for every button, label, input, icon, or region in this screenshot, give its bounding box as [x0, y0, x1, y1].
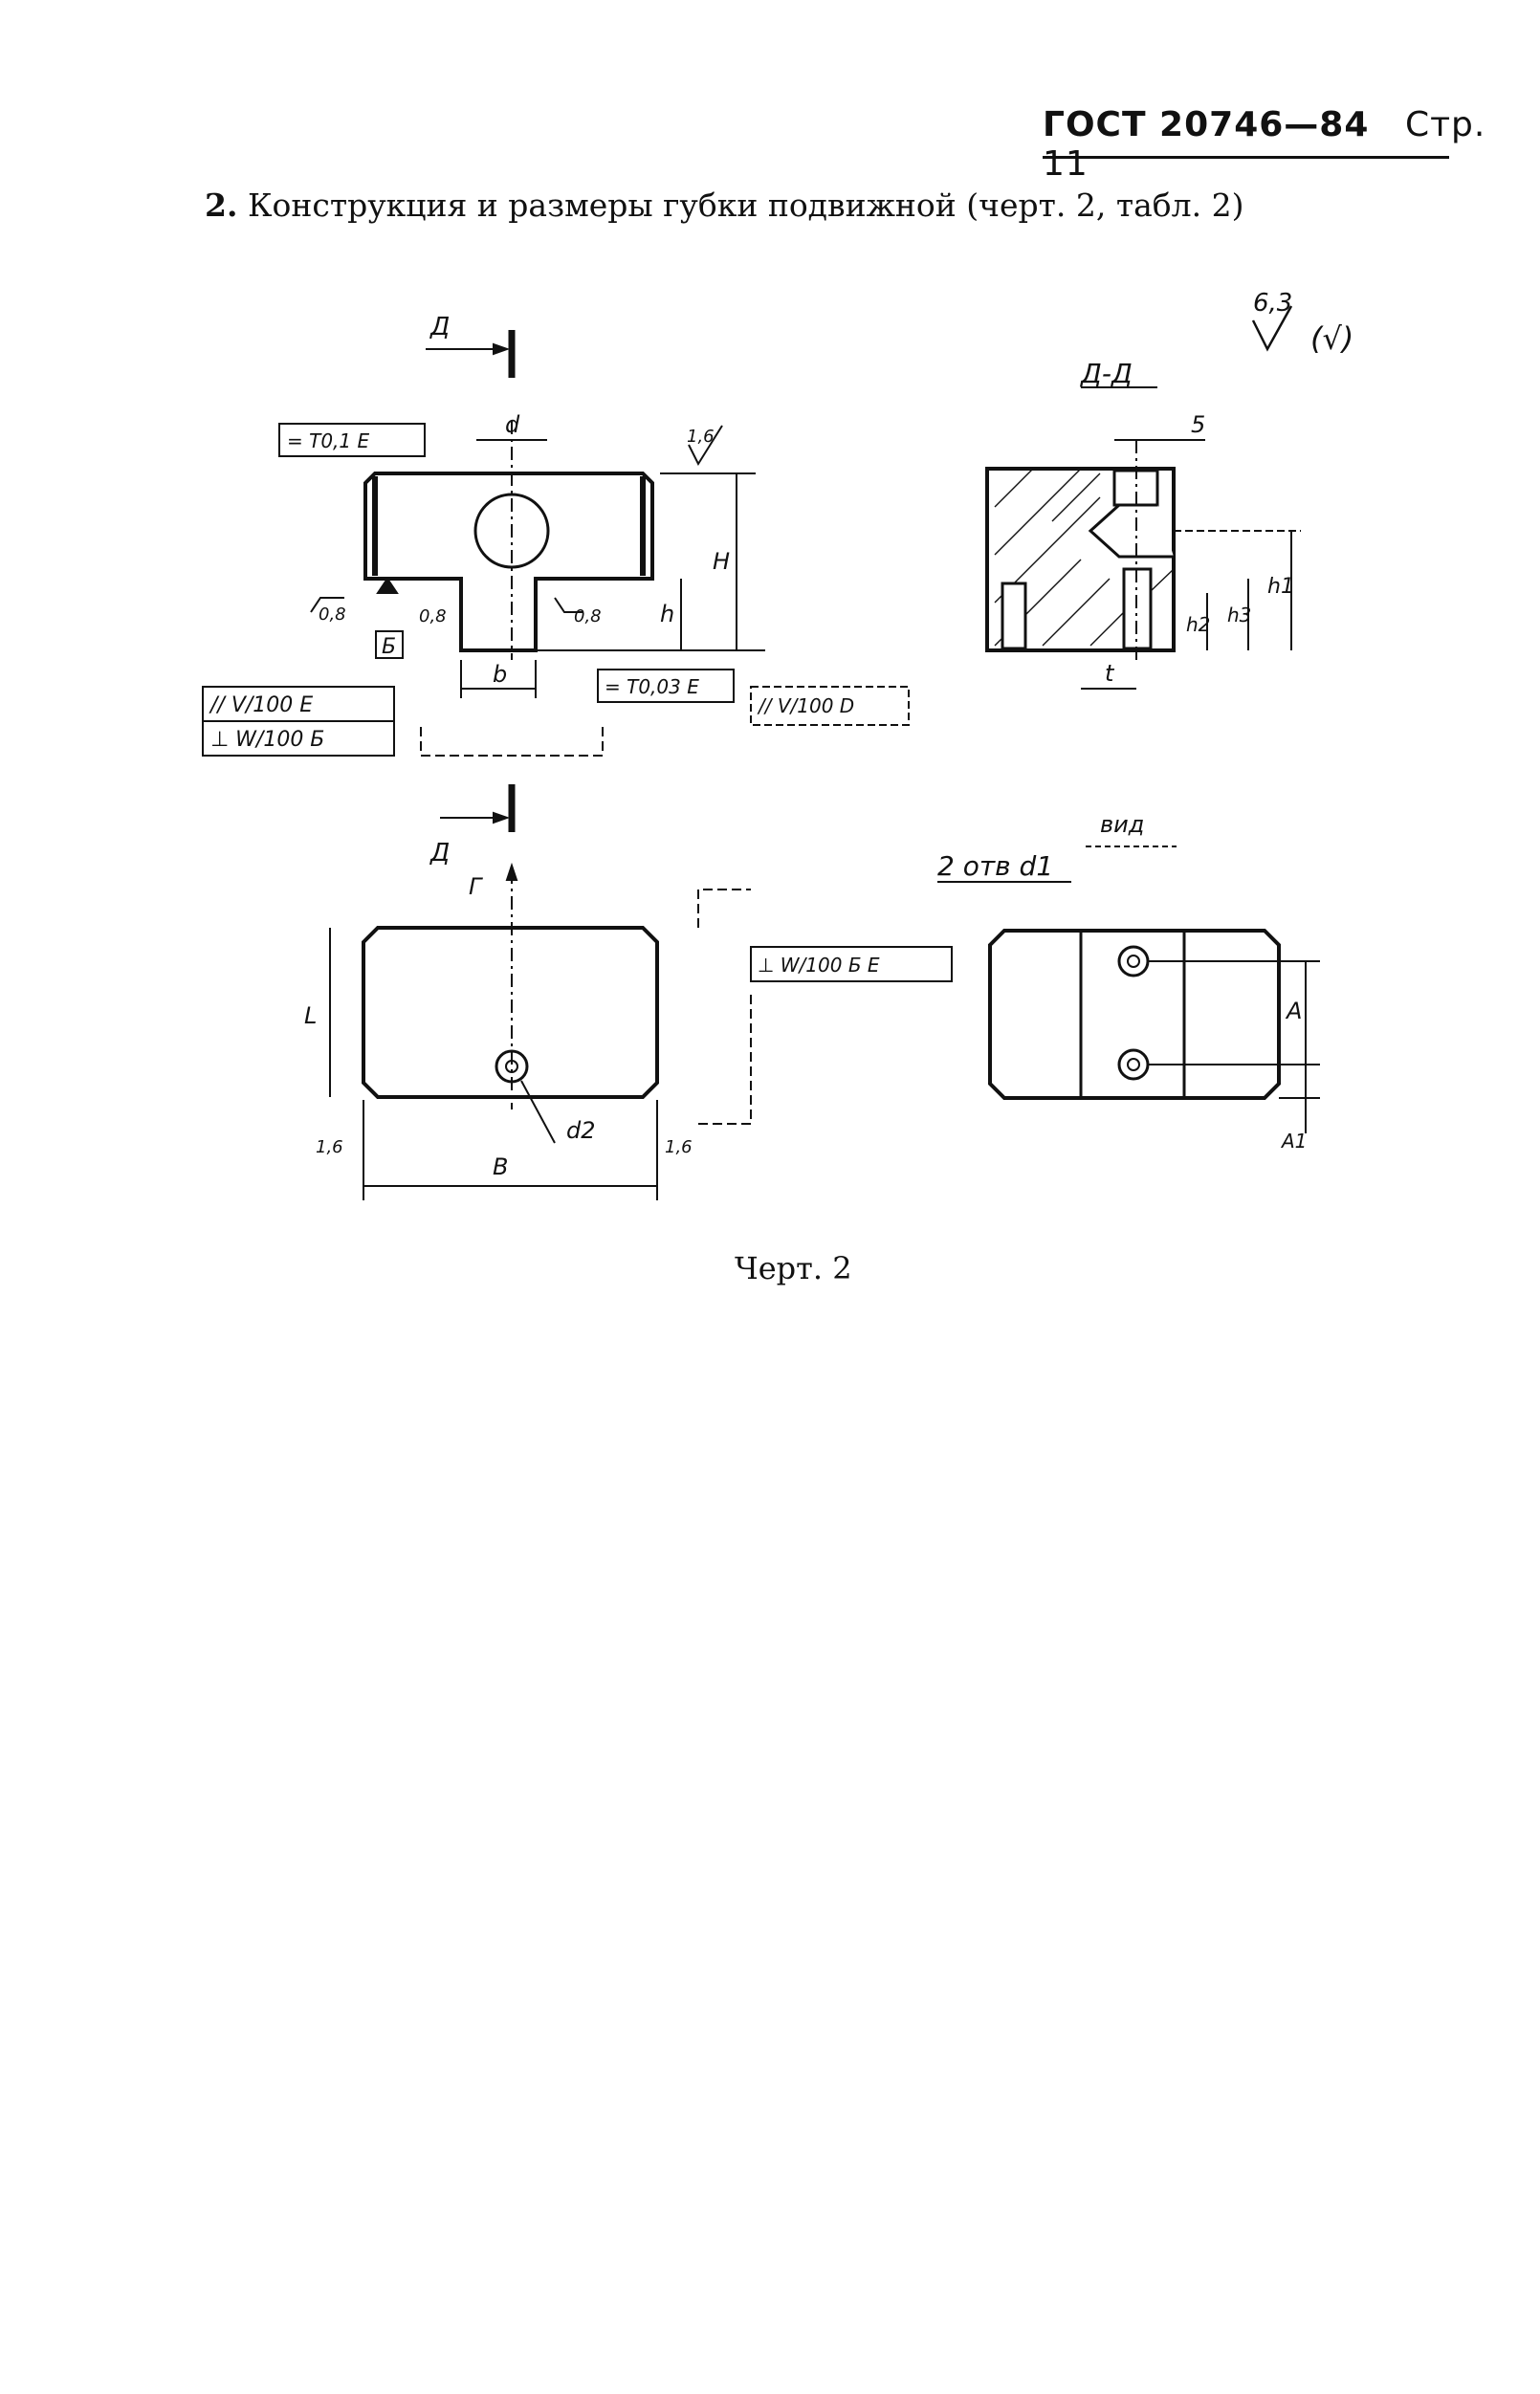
- label-A: A: [1285, 998, 1302, 1024]
- label-5: 5: [1191, 411, 1205, 438]
- label-L: L: [304, 1002, 317, 1029]
- tol-sym-bottom: = T0,03 E: [605, 675, 699, 698]
- roughness-top: 1,6: [687, 427, 715, 447]
- tol-par-D: // V/100 D: [757, 694, 854, 717]
- roughness-mid: 0,8: [419, 606, 447, 626]
- label-h: h: [660, 601, 674, 627]
- section-view: 6,3 (√) Д-Д 5 h1 h3 h2 t: [985, 289, 1353, 690]
- standard-number: ГОСТ 20746—84: [1043, 105, 1370, 144]
- section-number: 2.: [205, 187, 238, 224]
- label-B: B: [493, 1153, 508, 1180]
- front-view: Д Д d H h b 1,6 0,8 0,8 0,8: [202, 313, 910, 868]
- label-h3: h3: [1227, 604, 1251, 626]
- roughness-paren: (√): [1310, 320, 1353, 357]
- section-mark-bottom: Д: [429, 839, 450, 868]
- roughness-right: 0,8: [574, 606, 602, 626]
- page-number: Стр. 11: [1043, 105, 1486, 184]
- tol-perp-right: ⊥ W/100 Б E: [758, 954, 880, 977]
- section-title: Конструкция и размеры губки подвижной (ч…: [247, 187, 1244, 224]
- label-d: d: [505, 411, 520, 438]
- tol-sym-top: = T0,1 E: [287, 429, 369, 452]
- label-A1: A1: [1280, 1130, 1307, 1153]
- side-view: вид 2 отв d1 A A1: [937, 811, 1320, 1153]
- header-rule: [1043, 156, 1449, 159]
- roughness-general: 6,3: [1253, 289, 1292, 318]
- section-mark-top: Д: [429, 313, 450, 341]
- label-G: Г: [469, 873, 483, 900]
- label-H: H: [713, 548, 730, 575]
- label-view: вид: [1100, 811, 1144, 838]
- figure-caption: Черт. 2: [735, 1250, 852, 1286]
- label-b: b: [493, 661, 507, 688]
- datum-B: Б: [382, 635, 396, 659]
- roughness-left-bottom: 1,6: [316, 1137, 343, 1157]
- roughness-right-bottom: 1,6: [665, 1137, 693, 1157]
- section-heading: 2. Конструкция и размеры губки подвижной…: [205, 187, 1243, 224]
- plan-view: Г d2 L B 1,6 1,6 ⊥ W/100 Б E: [304, 862, 953, 1200]
- page-header: ГОСТ 20746—84 Стр. 11: [1043, 105, 1540, 184]
- label-d2: d2: [566, 1117, 596, 1144]
- label-h2: h2: [1186, 613, 1210, 636]
- technical-drawing: Д Д d H h b 1,6 0,8 0,8 0,8: [202, 289, 1353, 1200]
- label-t: t: [1105, 660, 1115, 687]
- tol-perp-B: ⊥ W/100 Б: [210, 728, 324, 752]
- label-d1-note: 2 отв d1: [937, 850, 1053, 882]
- label-h1: h1: [1267, 575, 1294, 599]
- section-label: Д-Д: [1079, 358, 1133, 389]
- roughness-left: 0,8: [319, 604, 346, 625]
- tol-par-E: // V/100 E: [209, 693, 313, 717]
